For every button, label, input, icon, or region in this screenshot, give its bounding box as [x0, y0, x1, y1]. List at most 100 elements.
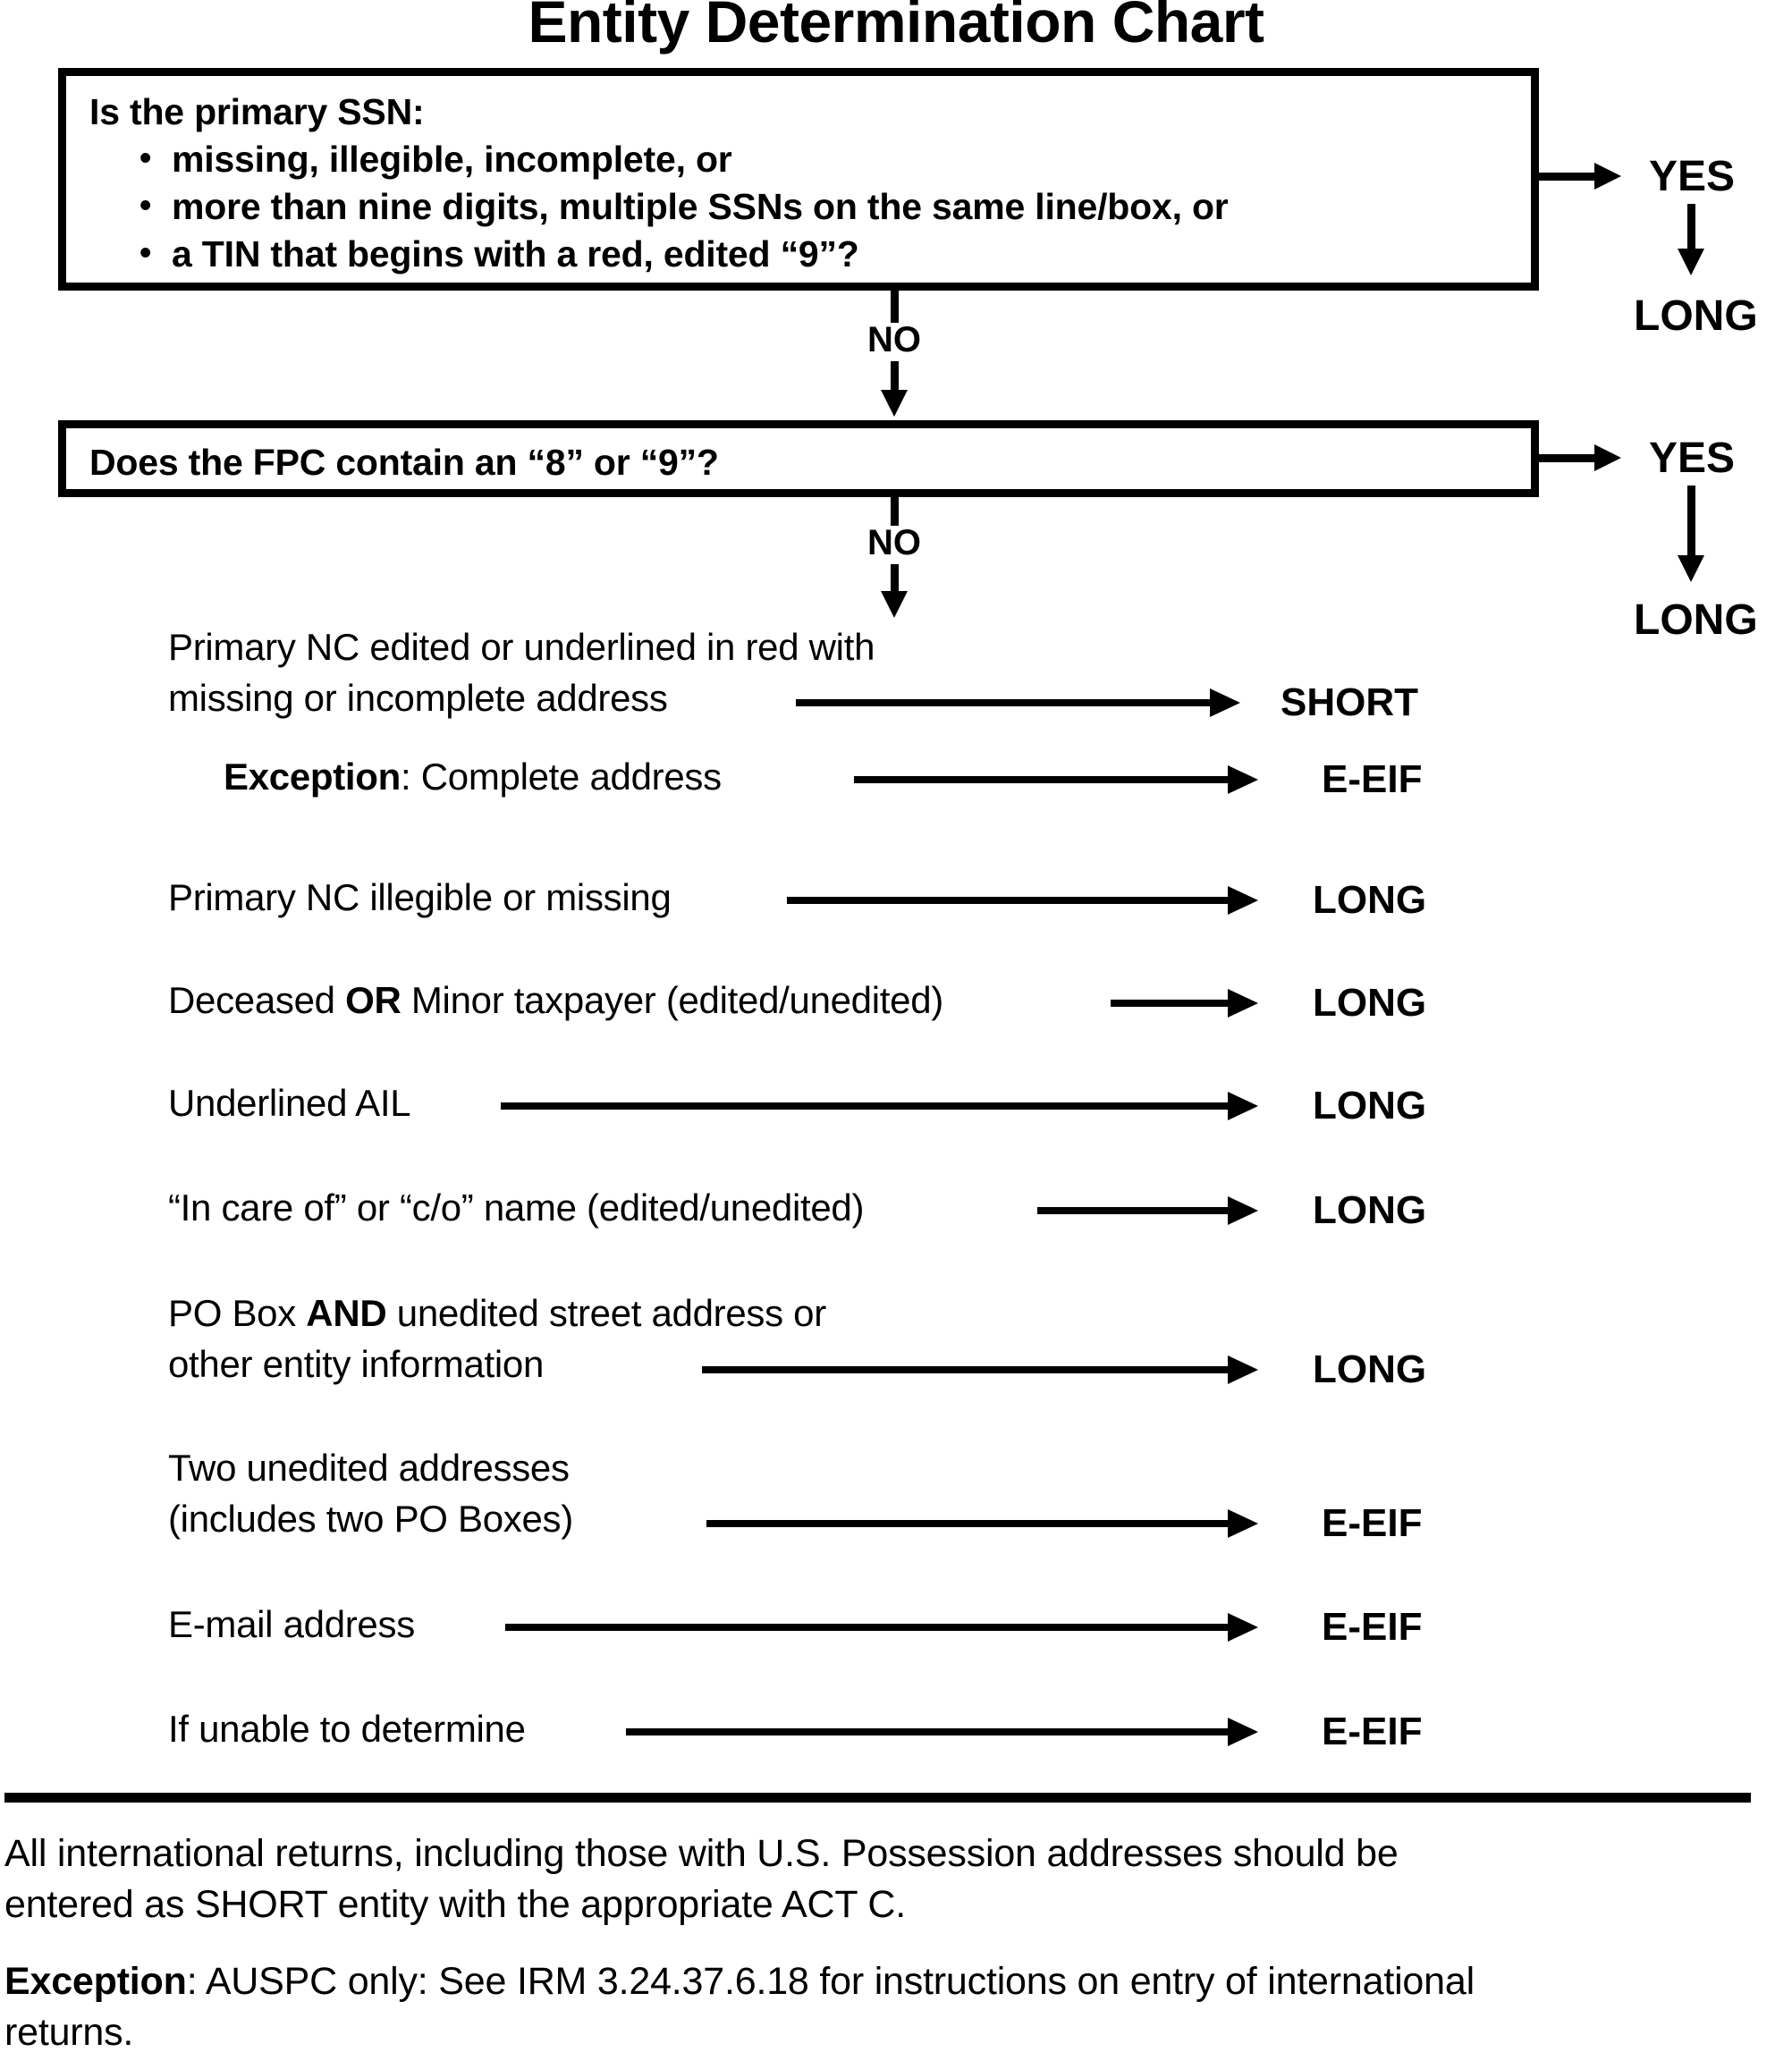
list-item: missing, illegible, incomplete, or	[139, 135, 1531, 183]
decision-box-fpc: Does the FPC contain an “8” or “9”?	[58, 420, 1539, 497]
rule-row-text: “In care of” or “c/o” name (edited/unedi…	[168, 1182, 864, 1233]
rule-arrow-line	[854, 776, 1230, 783]
box1-no-label: NO	[867, 320, 921, 359]
box2-no-arrow-head	[881, 591, 908, 618]
footer-note: All international returns, including tho…	[4, 1828, 1399, 1930]
box2-yes-result-label: LONG	[1634, 596, 1758, 644]
rule-result-label: SHORT	[1281, 680, 1418, 724]
list-item: a TIN that begins with a red, edited “9”…	[139, 230, 1531, 278]
list-item: more than nine digits, multiple SSNs on …	[139, 182, 1531, 231]
rule-result-label: LONG	[1313, 878, 1427, 922]
rule-line-rest: unedited street address or	[386, 1292, 826, 1334]
box1-yes-down-arrow-head	[1678, 249, 1704, 275]
rule-row-text: If unable to determine	[168, 1703, 526, 1754]
rule-arrow-line	[505, 1624, 1230, 1631]
rule-arrow-line	[702, 1366, 1230, 1373]
rule-line: (includes two PO Boxes)	[168, 1498, 573, 1540]
rule-arrow-head	[1228, 765, 1258, 794]
rule-bold-prefix: OR	[345, 979, 402, 1021]
box1-yes-result-label: LONG	[1634, 292, 1758, 340]
rule-arrow-line	[1111, 1000, 1230, 1007]
rule-result-label: LONG	[1313, 1347, 1427, 1391]
footer-exception-bold: Exception	[4, 1960, 187, 2003]
page-title: Entity Determination Chart	[528, 0, 1264, 55]
rule-row-text: Two unedited addresses (includes two PO …	[168, 1442, 573, 1544]
rule-arrow-head	[1228, 1509, 1258, 1538]
rule-line: other entity information	[168, 1343, 545, 1385]
rule-result-label: E-EIF	[1322, 1605, 1423, 1649]
rule-row-text: Primary NC illegible or missing	[168, 872, 672, 923]
rule-line: PO Box AND unedited street address or	[168, 1288, 826, 1339]
footer-exception-line: Exception: AUSPC only: See IRM 3.24.37.6…	[4, 1956, 1475, 2007]
rule-line: E-mail address	[168, 1603, 415, 1645]
footer-exception: Exception: AUSPC only: See IRM 3.24.37.6…	[4, 1956, 1475, 2058]
rule-line: Primary NC illegible or missing	[168, 876, 672, 918]
box1-no-arrow-head	[881, 390, 908, 417]
rule-arrow-line	[787, 897, 1230, 904]
rule-line-pre: Deceased	[168, 979, 346, 1021]
footer-exception-line: returns.	[4, 2011, 134, 2054]
rule-row-text: Primary NC edited or underlined in red w…	[168, 621, 875, 723]
rule-line: Primary NC edited or underlined in red w…	[168, 626, 875, 668]
box2-yes-down-arrow-head	[1678, 555, 1704, 582]
rule-arrow-line	[1037, 1207, 1230, 1214]
rule-line: Exception: Complete address	[224, 751, 722, 802]
footer-exception-rest: : AUSPC only: See IRM 3.24.37.6.18 for i…	[186, 1960, 1475, 2003]
rule-line: Deceased OR Minor taxpayer (edited/unedi…	[168, 975, 943, 1026]
rule-result-label: E-EIF	[1322, 757, 1423, 801]
footer-divider	[4, 1793, 1751, 1803]
rule-arrow-head	[1228, 886, 1258, 915]
footer-note-line: All international returns, including tho…	[4, 1832, 1399, 1875]
decision-box-primary-ssn: Is the primary SSN: missing, illegible, …	[58, 68, 1539, 291]
rule-row-text: E-mail address	[168, 1599, 415, 1650]
rule-arrow-line	[796, 699, 1212, 706]
footer-note-line: entered as SHORT entity with the appropr…	[4, 1883, 906, 1926]
rule-arrow-line	[501, 1102, 1230, 1110]
rule-row-text: PO Box AND unedited street address or ot…	[168, 1288, 826, 1389]
rule-line: “In care of” or “c/o” name (edited/unedi…	[168, 1187, 865, 1229]
box1-yes-down-line	[1687, 204, 1695, 250]
rule-arrow-head	[1228, 1718, 1258, 1746]
decision-box-primary-ssn-heading: Is the primary SSN:	[89, 91, 425, 132]
rule-line: Underlined AIL	[168, 1082, 411, 1124]
rule-result-label: E-EIF	[1322, 1501, 1423, 1545]
rule-arrow-line	[626, 1728, 1230, 1735]
rule-result-label: LONG	[1313, 1084, 1427, 1127]
decision-box-primary-ssn-bullet-list: missing, illegible, incomplete, or more …	[89, 135, 1531, 278]
box2-yes-connector-line	[1539, 454, 1594, 462]
box1-yes-label: YES	[1649, 153, 1736, 200]
rule-arrow-head	[1228, 1196, 1258, 1225]
box2-yes-arrow-head	[1594, 444, 1621, 471]
box2-no-connector-line-lower	[891, 564, 899, 593]
rule-row-text: Exception: Complete address	[224, 751, 722, 802]
box2-yes-down-line	[1687, 486, 1695, 557]
rule-line-rest: : Complete address	[401, 756, 722, 798]
rule-bold-prefix: AND	[306, 1292, 387, 1334]
rule-arrow-head	[1228, 1092, 1258, 1120]
box2-yes-label: YES	[1649, 435, 1736, 482]
decision-box-fpc-heading: Does the FPC contain an “8” or “9”?	[89, 442, 719, 483]
decision-box-primary-ssn-body: Is the primary SSN: missing, illegible, …	[66, 76, 1531, 278]
rule-arrow-head	[1228, 989, 1258, 1018]
rule-result-label: LONG	[1313, 981, 1427, 1025]
rule-line-rest: Minor taxpayer (edited/unedited)	[401, 979, 943, 1021]
rule-line: missing or incomplete address	[168, 677, 668, 719]
rule-arrow-head	[1210, 688, 1240, 717]
box1-no-connector-line-lower	[891, 361, 899, 392]
rule-arrow-line	[706, 1520, 1230, 1527]
rule-line: Two unedited addresses	[168, 1447, 570, 1489]
rule-arrow-head	[1228, 1355, 1258, 1384]
box1-no-connector-line-upper	[891, 291, 899, 323]
rule-line-pre: PO Box	[168, 1292, 307, 1334]
rule-result-label: E-EIF	[1322, 1710, 1423, 1753]
rule-row-text: Deceased OR Minor taxpayer (edited/unedi…	[168, 975, 943, 1026]
box1-yes-connector-line	[1539, 173, 1594, 181]
box2-no-connector-line-upper	[891, 497, 899, 526]
box1-yes-arrow-head	[1594, 163, 1621, 190]
rule-line: If unable to determine	[168, 1708, 526, 1750]
rule-arrow-head	[1228, 1613, 1258, 1642]
rule-row-text: Underlined AIL	[168, 1077, 411, 1128]
rule-result-label: LONG	[1313, 1188, 1427, 1232]
box2-no-label: NO	[867, 523, 921, 562]
rule-bold-prefix: Exception	[224, 756, 402, 798]
